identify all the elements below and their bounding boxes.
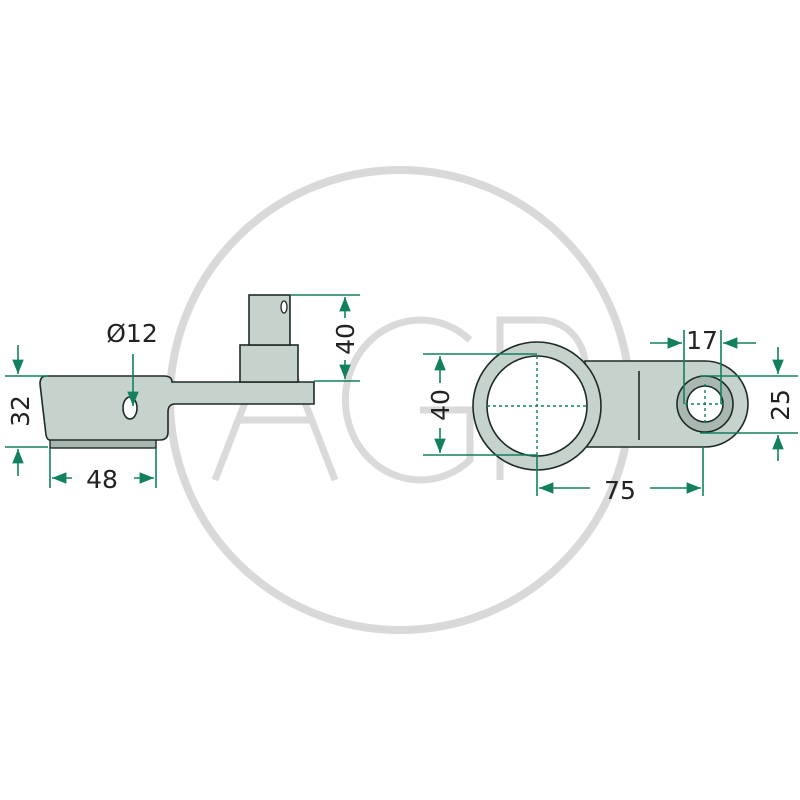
ring-40-label: 40 [426,389,455,421]
pin-height-40-label: 40 [331,323,360,355]
hole-diameter-label: Ø12 [106,319,158,348]
width-48-label: 48 [86,465,118,494]
arm-body [39,375,315,441]
small-hole-17-label: 17 [686,326,718,355]
height-32-label: 32 [6,395,35,427]
side-view-dimensions: 32 48 Ø12 40 [5,294,360,494]
top-view-dimensions: 40 17 25 75 [423,326,798,505]
side-view-part [39,294,315,449]
pin-base [239,344,299,383]
small-ring-25-label: 25 [766,389,795,421]
center-distance-75-label: 75 [604,476,636,505]
hole-12 [122,396,138,420]
pin-hole [280,300,288,314]
top-view-part [472,341,749,471]
